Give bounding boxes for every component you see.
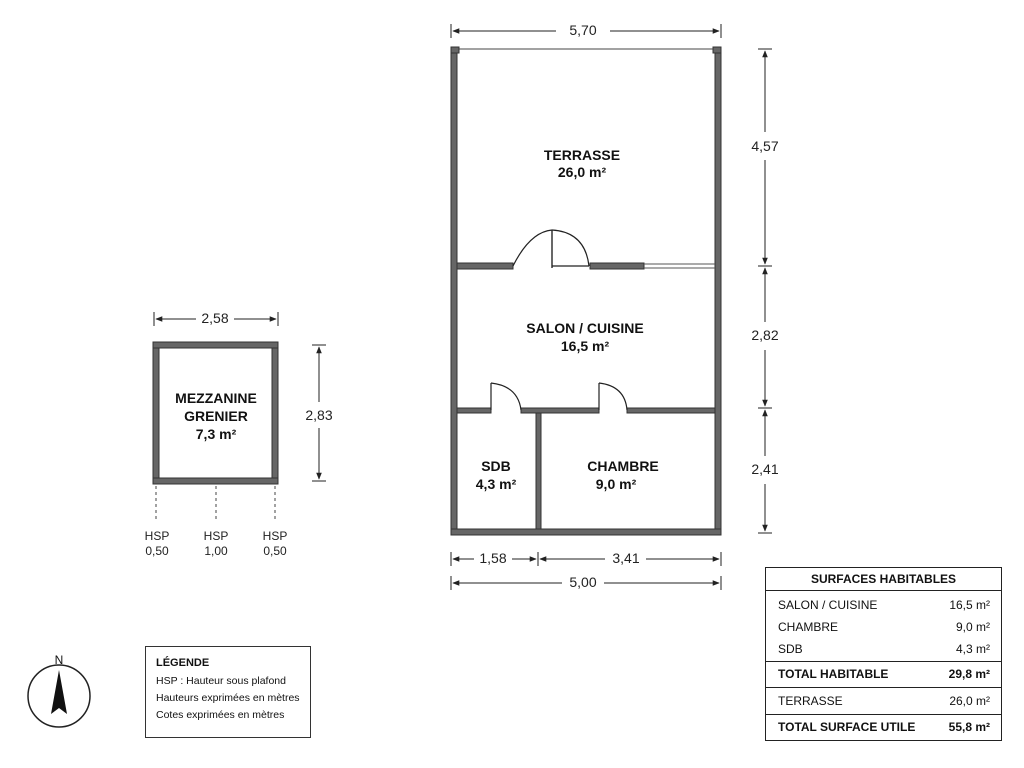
legend-box: LÉGENDE HSP : Hauteur sous plafond Haute…	[145, 646, 311, 738]
surface-row: SALON / CUISINE 16,5 m²	[766, 594, 1001, 616]
legend-line: Hauteurs exprimées en mètres	[156, 692, 300, 704]
wall-top-left-corner	[450, 46, 460, 54]
door-sdb	[490, 382, 522, 411]
mezzanine-name-2: GRENIER	[184, 408, 248, 424]
surface-row-value: 4,3 m²	[955, 642, 990, 656]
hsp-3-label: HSP	[263, 529, 288, 543]
wall-mid-left	[456, 407, 492, 414]
terrasse-row: TERRASSE 26,0 m²	[766, 688, 1001, 714]
salon-area: 16,5 m²	[561, 338, 610, 354]
wall-terrasse-right	[589, 262, 645, 270]
dim-top-label: 5,70	[569, 22, 596, 38]
surface-row-value: 16,5 m²	[949, 598, 990, 612]
total-habitable-row: TOTAL HABITABLE 29,8 m²	[766, 661, 1001, 688]
dim-mezz	[153, 312, 326, 482]
dim-bottom-chambre: 3,41	[612, 550, 639, 566]
door-terrasse	[512, 229, 590, 268]
dim-right-chambre: 2,41	[751, 461, 778, 477]
hsp-1-value: 0,50	[145, 544, 169, 558]
mezzanine-name-1: MEZZANINE	[175, 390, 257, 406]
terrasse-area: 26,0 m²	[558, 164, 607, 180]
north-label: N	[55, 653, 64, 667]
hsp-1-label: HSP	[145, 529, 170, 543]
terrasse-name: TERRASSE	[544, 147, 620, 163]
total-utile-label: TOTAL SURFACE UTILE	[778, 720, 916, 734]
total-habitable-label: TOTAL HABITABLE	[778, 667, 889, 681]
mezzanine-area: 7,3 m²	[196, 426, 237, 442]
wall-mid-right	[626, 407, 716, 414]
terrasse-row-value: 26,0 m²	[949, 694, 990, 708]
total-habitable-value: 29,8 m²	[948, 667, 990, 681]
terrasse-row-label: TERRASSE	[778, 694, 843, 708]
surfaces-table: SURFACES HABITABLES SALON / CUISINE 16,5…	[765, 567, 1002, 741]
hsp-2-value: 1,00	[204, 544, 228, 558]
surface-row-value: 9,0 m²	[955, 620, 990, 634]
chambre-name: CHAMBRE	[587, 458, 659, 474]
salon-name: SALON / CUISINE	[526, 320, 643, 336]
wall-sdb-chambre	[535, 412, 542, 530]
surface-row-label: CHAMBRE	[778, 620, 839, 634]
legend-line: Cotes exprimées en mètres	[156, 709, 285, 721]
door-chambre	[598, 382, 628, 411]
dim-mezz-width: 2,58	[201, 310, 228, 326]
dim-right	[758, 48, 772, 534]
mezzanine-plan	[152, 341, 279, 485]
sdb-area: 4,3 m²	[476, 476, 517, 492]
wall-terrasse-left	[456, 262, 514, 270]
wall-right	[714, 46, 722, 536]
wall-bottom	[450, 528, 722, 536]
hsp-lines	[155, 486, 276, 522]
hsp-2-label: HSP	[204, 529, 229, 543]
dim-bottom-sdb: 1,58	[479, 550, 506, 566]
main-plan	[450, 46, 722, 536]
surface-row: SDB 4,3 m²	[766, 638, 1001, 660]
wall-top-right-corner	[712, 46, 722, 54]
legend-title: LÉGENDE	[156, 657, 210, 669]
dim-right-salon: 2,82	[751, 327, 778, 343]
wall-mid-center	[520, 407, 600, 414]
legend-line: HSP : Hauteur sous plafond	[156, 675, 286, 687]
dim-bottom-total: 5,00	[569, 574, 596, 590]
total-utile-row: TOTAL SURFACE UTILE 55,8 m²	[766, 714, 1001, 740]
surface-row-label: SALON / CUISINE	[778, 598, 878, 612]
hsp-3-value: 0,50	[263, 544, 287, 558]
dim-top	[450, 24, 722, 38]
total-utile-value: 55,8 m²	[948, 720, 990, 734]
dim-right-terrasse: 4,57	[751, 138, 778, 154]
surface-row-label: SDB	[778, 642, 803, 656]
sdb-name: SDB	[481, 458, 511, 474]
chambre-area: 9,0 m²	[596, 476, 637, 492]
north-compass-icon	[27, 664, 91, 728]
surfaces-title: SURFACES HABITABLES	[766, 568, 1001, 591]
wall-left	[450, 46, 458, 536]
surface-row: CHAMBRE 9,0 m²	[766, 616, 1001, 638]
dim-mezz-height: 2,83	[305, 407, 332, 423]
dim-bottom	[450, 552, 722, 590]
